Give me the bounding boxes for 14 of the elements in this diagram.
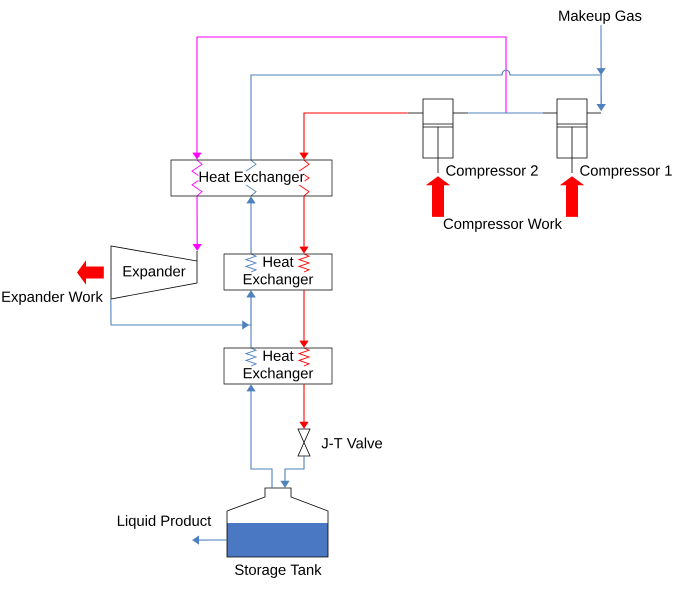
pipe-line — [468, 112, 543, 114]
expander: Expander — [110, 246, 198, 300]
stream-label: Makeup Gas — [559, 10, 642, 24]
heat-exchanger: Heat Exchanger — [224, 348, 332, 384]
heat-exchanger: Heat Exchanger — [170, 160, 332, 196]
compressor-label: Compressor 2 — [446, 165, 538, 179]
valve-label: J-T Valve — [322, 438, 382, 448]
heat-exchanger: Heat Exchanger — [224, 254, 332, 290]
arrow-label: Compressor Work — [444, 218, 562, 232]
flow-arrow — [250, 70, 606, 160]
arrow-label: Expander Work — [2, 291, 103, 305]
stream-label: Liquid Product — [118, 515, 212, 529]
compressor-label: Compressor 1 — [580, 165, 672, 179]
tank-label: Storage Tank — [235, 564, 322, 578]
